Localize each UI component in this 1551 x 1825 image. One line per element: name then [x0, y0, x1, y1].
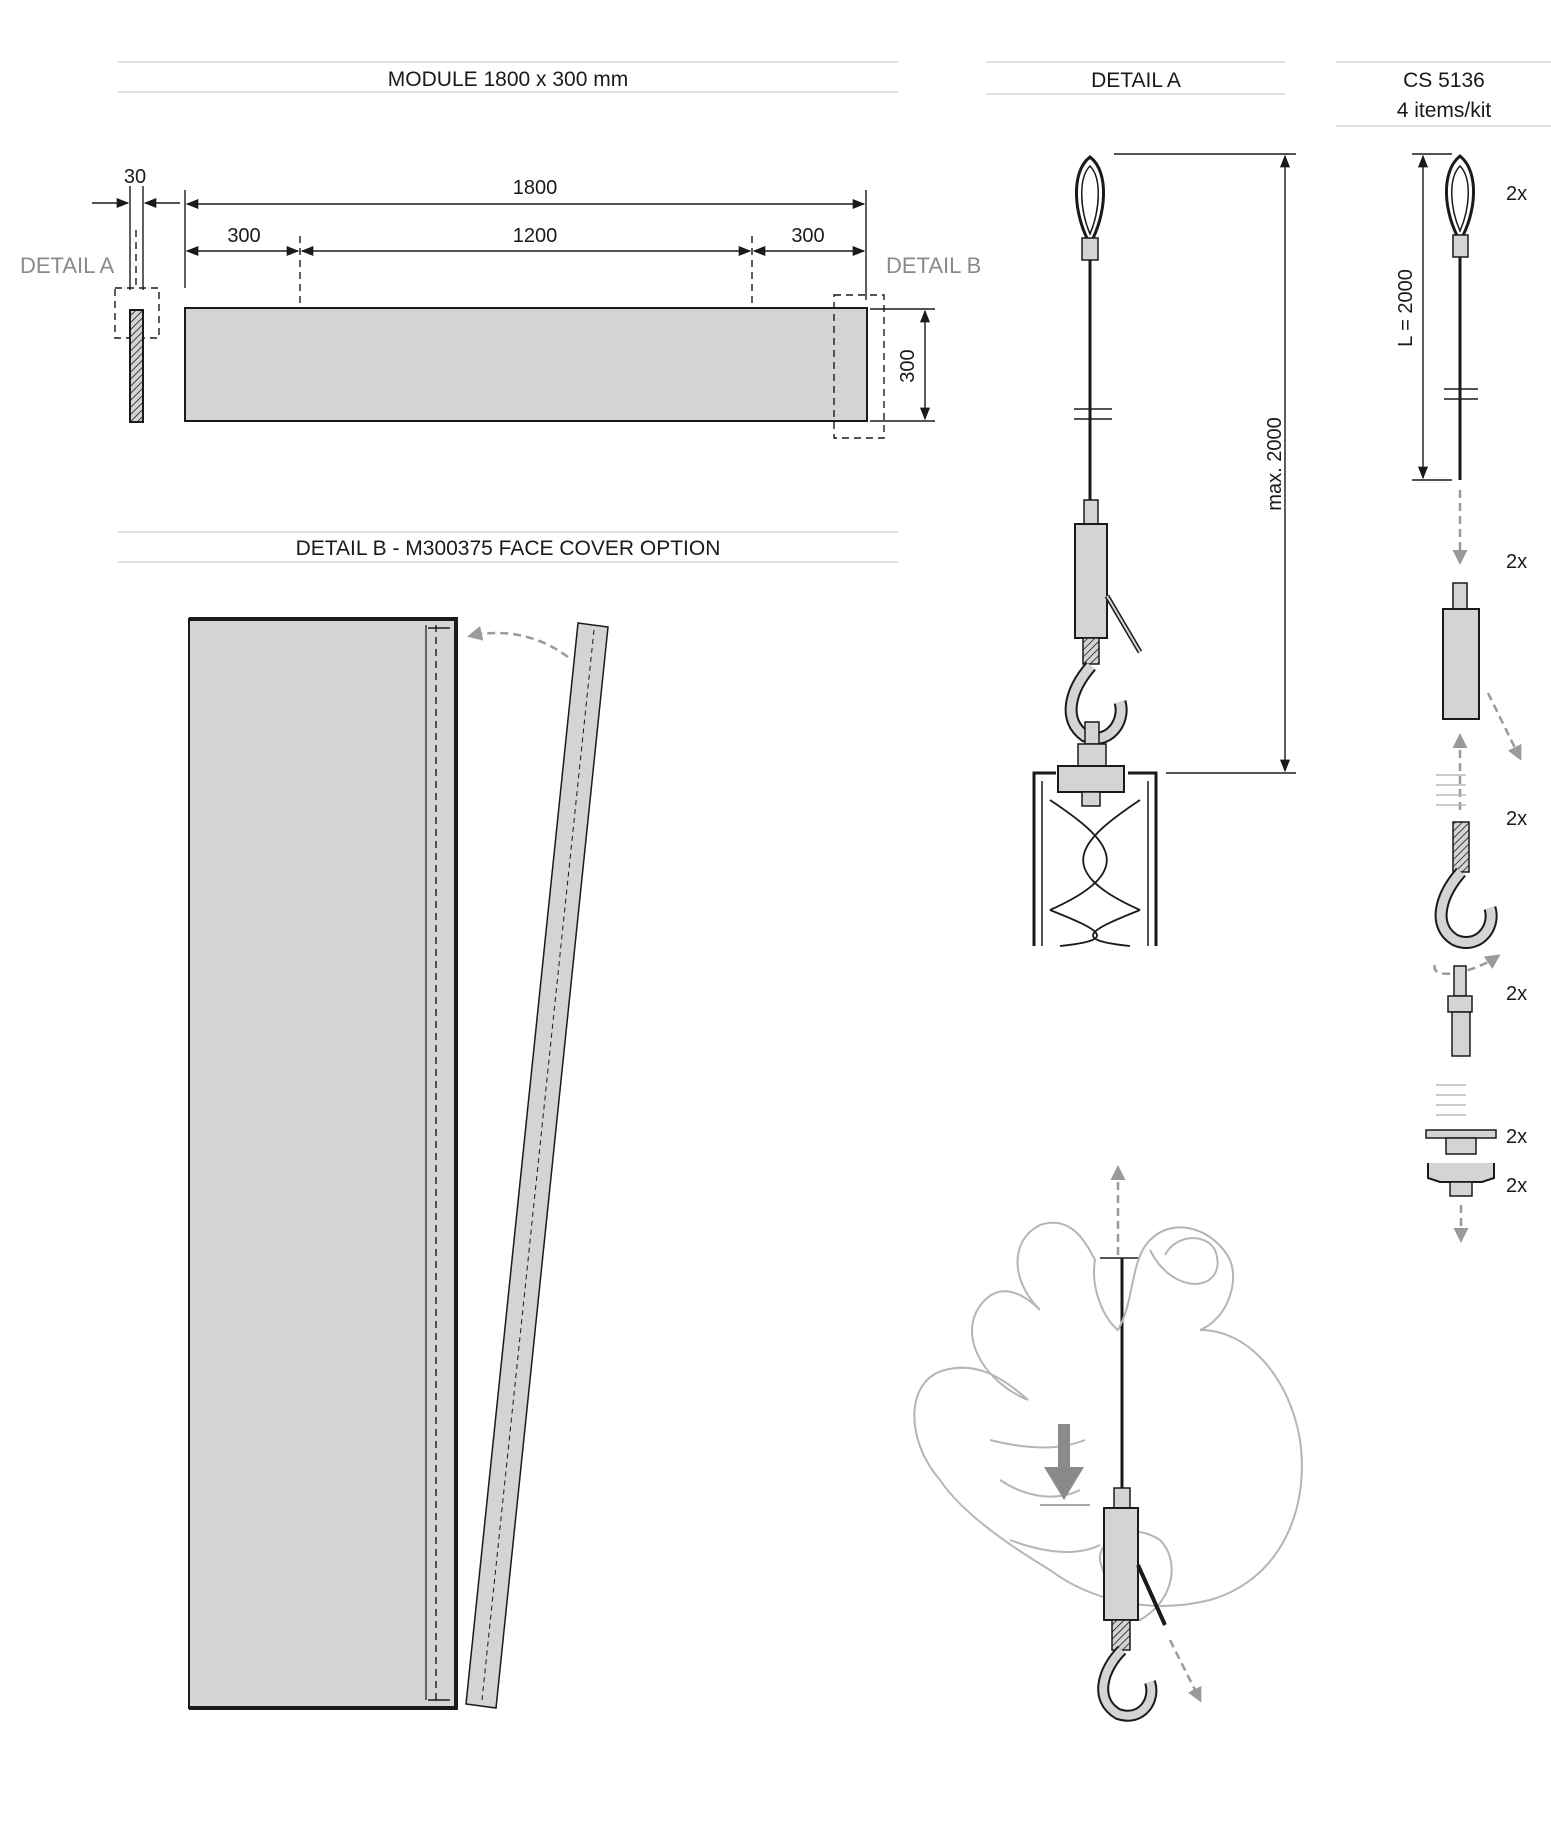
dim-max-length: max. 2000 [1264, 417, 1286, 510]
detail-b-drawing [188, 617, 609, 1710]
dim-right-offset: 300 [791, 225, 824, 247]
module-panel [184, 307, 868, 422]
kit-clip [1449, 1181, 1473, 1197]
qty-gripper: 2x [1506, 551, 1527, 573]
detail-a-header: DETAIL A [986, 61, 1285, 95]
detail-a-callout: DETAIL A [20, 253, 114, 278]
kit-header: CS 5136 4 items/kit [1336, 61, 1551, 127]
detail-a-drawing: max. 2000 [1032, 153, 1296, 947]
detail-b-title: DETAIL B - M300375 FACE COVER OPTION [296, 537, 721, 560]
face-cover-strip [465, 622, 609, 1709]
dim-thickness: 30 [124, 166, 146, 188]
top-cap [1057, 765, 1125, 793]
module-title: MODULE 1800 x 300 mm [388, 68, 628, 91]
hand-release-drawing [913, 1165, 1303, 1722]
qty-clip: 2x [1506, 1175, 1527, 1197]
kit-code: CS 5136 [1403, 69, 1485, 92]
gripper-in-hand [1103, 1507, 1139, 1621]
dim-middle-span: 1200 [513, 225, 558, 247]
qty-cable: 2x [1506, 183, 1527, 205]
detail-a-title: DETAIL A [1091, 69, 1181, 92]
kit-gripper [1442, 608, 1480, 720]
side-section: 30 [92, 166, 180, 423]
qty-cap: 2x [1506, 1126, 1527, 1148]
dim-height: 300 [897, 349, 919, 382]
dim-cable-length: L = 2000 [1395, 269, 1417, 347]
dim-left-offset: 300 [227, 225, 260, 247]
ferrule [1081, 237, 1099, 261]
detail-b-callout: DETAIL B [886, 253, 981, 278]
dim-overall: 1800 [513, 177, 558, 199]
detail-b-header: DETAIL B - M300375 FACE COVER OPTION [118, 531, 898, 563]
kit-stud [1451, 1011, 1471, 1057]
module-elevation: 30 DETAIL A 1800 300 1200 300 DETAIL B 3… [20, 166, 981, 439]
kit-count: 4 items/kit [1397, 99, 1492, 122]
qty-hook: 2x [1506, 808, 1527, 830]
gripper-stud [1083, 499, 1099, 525]
hand-icon [913, 1221, 1303, 1607]
qty-stud: 2x [1506, 983, 1527, 1005]
face-panel [188, 618, 457, 1709]
module-header: MODULE 1800 x 300 mm [118, 61, 898, 93]
hook-stud [1084, 721, 1100, 745]
gripper-body [1074, 523, 1108, 639]
kit-cap [1425, 1129, 1497, 1139]
kit-exploded-view: L = 2000 2x 2x 2x 2x 2x 2x [1395, 153, 1527, 1243]
